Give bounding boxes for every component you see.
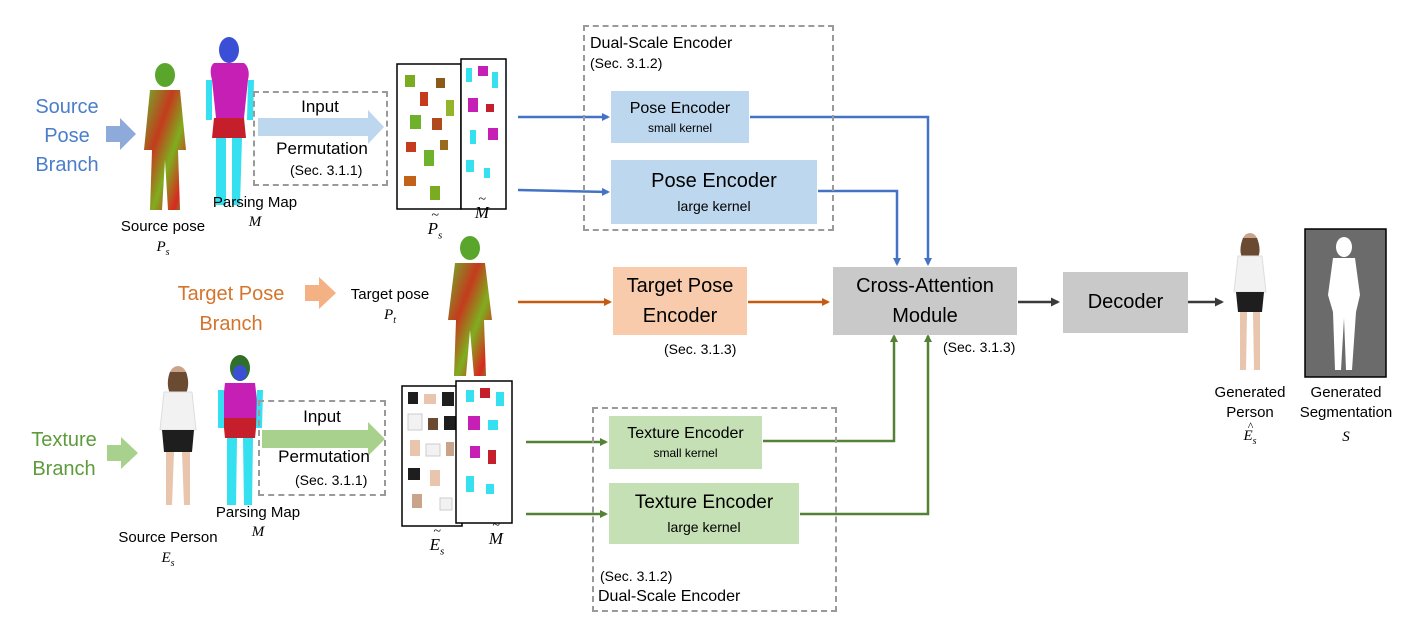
target-pose-encoder: Target Pose Encoder (613, 267, 747, 335)
cross-attention-module: Cross-Attention Module (833, 267, 1017, 335)
dual-scale-bottom-title: Dual-Scale Encoder (598, 588, 741, 605)
texture-encoder-large: Texture Encoder large kernel (609, 483, 799, 544)
texture-encoder-small-name: Texture Encoder (627, 425, 744, 442)
permutation-top-box (253, 91, 388, 186)
texture-encoder-large-kernel: large kernel (667, 519, 741, 535)
permutation-top-arrow (258, 110, 384, 144)
parsing-map-top-figure (206, 37, 254, 205)
cross-attention-line2: Module (892, 305, 958, 327)
dual-scale-encoder-bottom-box (592, 407, 837, 612)
target-pose-encoder-line2: Encoder (642, 305, 718, 327)
permutation-bottom-arrow (262, 422, 385, 456)
generated-segmentation-caption: Generated Segmentation S (1299, 384, 1393, 445)
permuted-map-top-caption: ~ M (474, 192, 490, 222)
permutation-top-label: Input (301, 97, 339, 116)
dual-scale-top-ref: (Sec. 3.1.2) (590, 55, 663, 71)
cross-attention-line1: Cross-Attention (856, 275, 994, 297)
generated-person-caption: Generated Person ^ Es (1214, 384, 1286, 447)
pose-encoder-large-name: Pose Encoder (651, 170, 777, 192)
permuted-pose-caption: ~ Ps (427, 208, 443, 242)
source-pose-figure (144, 63, 186, 210)
dual-scale-bottom-ref: (Sec. 3.1.2) (600, 568, 673, 584)
target-pose-branch-label: Target Pose Branch (177, 283, 285, 335)
pose-encoder-small-kernel: small kernel (647, 120, 713, 135)
texture-branch-arrow (107, 437, 138, 469)
permuted-map-bottom-caption: ~ M (488, 518, 504, 548)
generated-person-figure (1233, 233, 1267, 370)
permuted-source-person-tile (401, 385, 463, 527)
texture-encoder-small: Texture Encoder small kernel (609, 416, 762, 469)
permutation-bottom-box (258, 400, 386, 496)
source-branch-arrow (106, 118, 136, 150)
dual-scale-encoder-top-box (583, 25, 834, 231)
permutation-bottom-ref: (Sec. 3.1.1) (295, 472, 368, 488)
texture-encoder-large-name: Texture Encoder (634, 492, 774, 513)
source-pose-branch-label: Source Pose Branch (35, 96, 99, 176)
target-pose-encoder-ref: (Sec. 3.1.3) (664, 341, 737, 357)
texture-encoder-small-kernel: small kernel (653, 446, 718, 460)
parsing-map-bottom-figure (218, 355, 263, 505)
pose-encoder-large-kernel: large kernel (677, 198, 751, 214)
decoder-module: Decoder (1063, 272, 1188, 333)
pose-encoder-small-name: Pose Encoder (629, 99, 731, 117)
permuted-source-pose-tile (396, 63, 462, 210)
generated-segmentation-image (1304, 228, 1387, 378)
permuted-person-caption: ~ Es (429, 524, 445, 558)
target-pose-figure (448, 236, 492, 376)
pose-connectors (517, 113, 932, 266)
source-pose-caption: Source pose Ps (120, 218, 206, 258)
source-person-caption: Source Person Es (118, 529, 218, 569)
target-branch-arrow (305, 277, 336, 309)
texture-branch-label: Texture Branch (31, 429, 97, 480)
target-pose-encoder-line1: Target Pose (626, 275, 734, 297)
permuted-parsing-map-tile-top (460, 58, 507, 210)
decoder-label: Decoder (1087, 291, 1164, 313)
cross-attention-ref: (Sec. 3.1.3) (943, 339, 1016, 355)
permutation-bottom-label-2: Permutation (278, 447, 370, 466)
parsing-map-top-caption: Parsing Map M (212, 194, 298, 230)
parsing-map-bottom-caption: Parsing Map M (215, 504, 301, 540)
pose-encoder-small: Pose Encoder small kernel (611, 91, 749, 143)
permutation-top-ref: (Sec. 3.1.1) (290, 162, 363, 178)
dual-scale-top-title: Dual-Scale Encoder (590, 35, 733, 52)
pose-encoder-large: Pose Encoder large kernel (611, 160, 817, 224)
permutation-top-label-2: Permutation (276, 139, 368, 158)
source-person-figure (159, 366, 197, 505)
permutation-bottom-label: Input (303, 407, 341, 426)
permuted-parsing-map-tile-bottom (455, 380, 513, 524)
target-pose-caption: Target pose Pt (350, 286, 430, 326)
